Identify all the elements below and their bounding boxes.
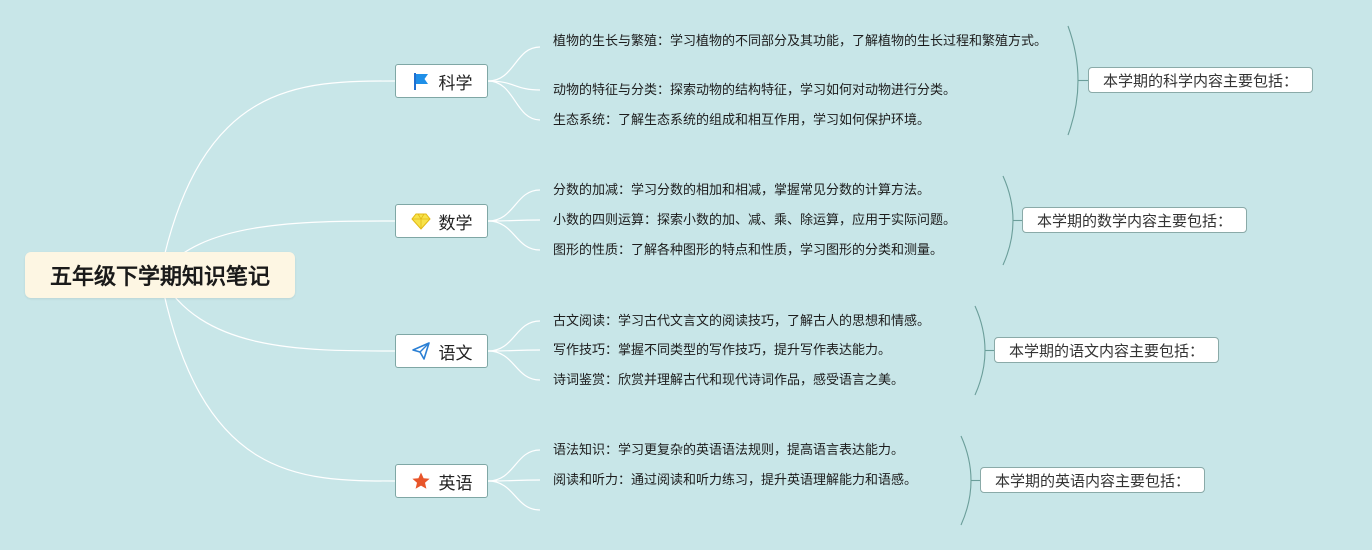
leaf-link [487,220,541,251]
root-title: 五年级下学期知识笔记 [49,265,270,290]
leaf-english-1[interactable]: 语法知识：学习更复杂的英语语法规则，提高语言表达能力。 [553,443,905,458]
leaf-link [487,80,541,121]
leaf-link [487,480,541,511]
leaf-link [487,46,541,82]
summary-bracket [974,305,986,396]
summary-bracket [1002,175,1014,266]
leaf-science-3[interactable]: 生态系统：了解生态系统的组成和相互作用，学习如何保护环境。 [553,113,931,128]
leaf-science-2[interactable]: 动物的特征与分类：探索动物的结构特征，学习如何对动物进行分类。 [553,83,957,98]
branch-label: 科学 [438,73,473,94]
leaf-link [487,320,541,352]
star-icon [411,471,431,491]
summary-bracket [1067,25,1079,136]
flag-icon [411,71,431,91]
leaf-science-1[interactable]: 植物的生长与繁殖：学习植物的不同部分及其功能，了解植物的生长过程和繁殖方式。 [553,34,1048,49]
leaf-link [487,350,541,381]
branch-english[interactable]: 英语 [395,464,488,498]
root-link [159,80,396,276]
summary-science[interactable]: 本学期的科学内容主要包括： [1088,67,1314,93]
branch-science[interactable]: 科学 [395,64,488,98]
leaf-chinese-2[interactable]: 写作技巧：掌握不同类型的写作技巧，提升写作表达能力。 [553,343,892,358]
diamond-icon [410,211,431,231]
branch-math[interactable]: 数学 [395,204,488,238]
leaf-english-2[interactable]: 阅读和听力：通过阅读和听力练习，提升英语理解能力和语感。 [553,473,918,488]
leaf-link [487,189,541,222]
leaf-chinese-3[interactable]: 诗词鉴赏：欣赏并理解古代和现代诗词作品，感受语言之美。 [553,373,905,388]
root-topic[interactable]: 五年级下学期知识笔记 [25,252,295,298]
root-link [159,274,396,482]
leaf-math-3[interactable]: 图形的性质：了解各种图形的特点和性质，学习图形的分类和测量。 [553,243,944,258]
branch-label: 英语 [438,473,473,494]
leaf-math-1[interactable]: 分数的加减：学习分数的相加和相减，掌握常见分数的计算方法。 [553,183,931,198]
paper-plane-icon [411,341,431,361]
root-link [159,274,396,352]
leaf-chinese-1[interactable]: 古文阅读：学习古代文言文的阅读技巧，了解古人的思想和情感。 [553,314,931,329]
branch-label: 语文 [438,343,473,364]
leaf-math-2[interactable]: 小数的四则运算：探索小数的加、减、乘、除运算，应用于实际问题。 [553,213,957,228]
leaf-link [487,449,541,482]
summary-chinese[interactable]: 本学期的语文内容主要包括： [994,337,1220,363]
summary-math[interactable]: 本学期的数学内容主要包括： [1022,207,1248,233]
summary-english[interactable]: 本学期的英语内容主要包括： [980,467,1206,493]
branch-chinese[interactable]: 语文 [395,334,488,368]
branch-label: 数学 [438,213,473,234]
summary-bracket [960,435,972,526]
